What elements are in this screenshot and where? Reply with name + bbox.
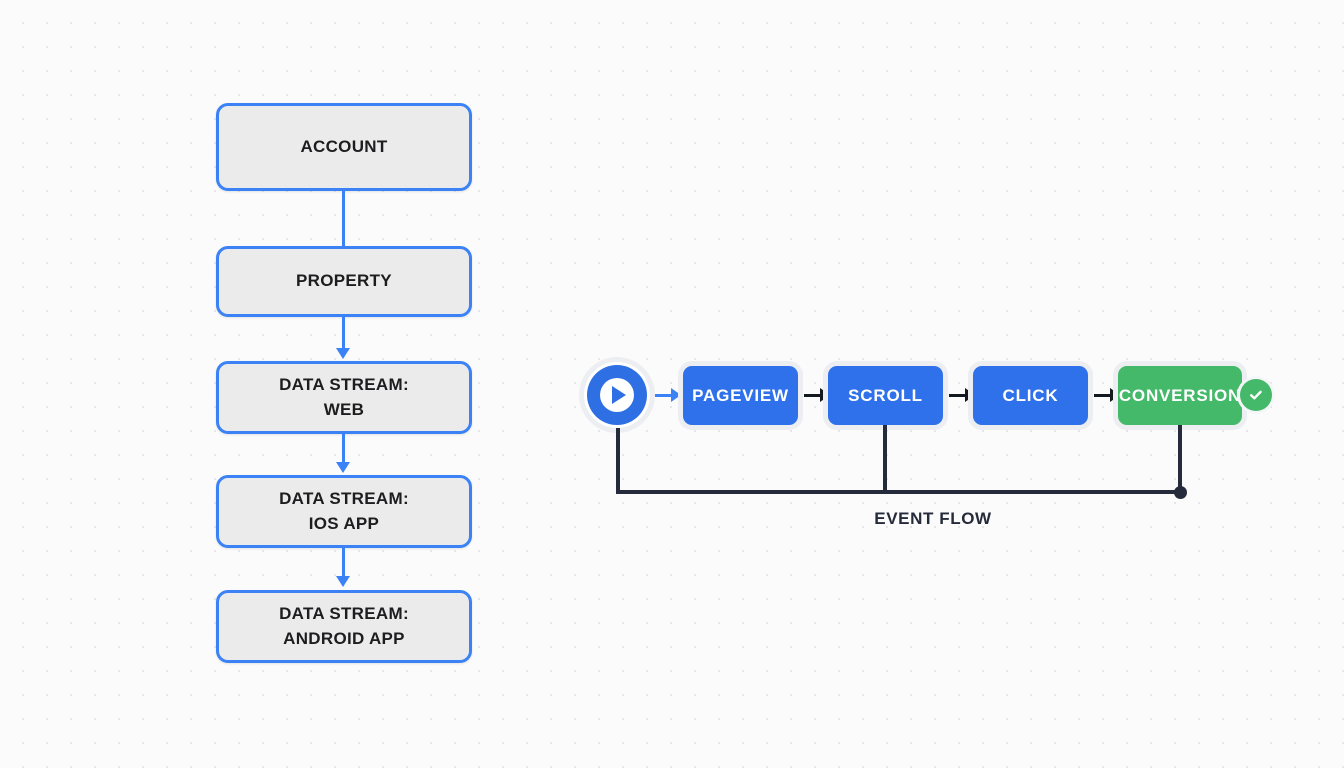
arrowhead-ios-android — [336, 576, 350, 587]
event-step-label: CONVERSION — [1118, 385, 1242, 405]
event-flow-label: EVENT FLOW — [874, 509, 992, 528]
event-step-conversion[interactable]: CONVERSION — [1118, 366, 1242, 425]
hierarchy-node-label: ACCOUNT — [300, 136, 388, 156]
hierarchy-node-account[interactable]: ACCOUNT — [216, 103, 472, 191]
check-circle-icon — [1240, 379, 1272, 411]
connector-ios-android — [342, 548, 345, 580]
event-step-label: SCROLL — [848, 385, 923, 405]
arrow-click-to-conversion — [1094, 386, 1120, 404]
arrow-pageview-to-scroll — [804, 386, 830, 404]
hierarchy-node-stream-android[interactable]: DATA STREAM: ANDROID APP — [216, 590, 472, 663]
play-triangle — [612, 386, 626, 404]
connector-property-stream-web — [342, 317, 345, 349]
event-step-click[interactable]: CLICK — [973, 366, 1088, 425]
play-circle-icon[interactable] — [584, 362, 650, 428]
arrow-start-to-pageview — [655, 386, 681, 404]
hierarchy-node-label: DATA STREAM: WEB — [279, 374, 409, 419]
flow-bracket-left-drop — [616, 428, 620, 494]
event-step-pageview[interactable]: PAGEVIEW — [683, 366, 798, 425]
event-step-label: CLICK — [1002, 385, 1059, 405]
hierarchy-node-stream-ios[interactable]: DATA STREAM: IOS APP — [216, 475, 472, 548]
flow-bracket-baseline — [616, 490, 1182, 494]
event-step-scroll[interactable]: SCROLL — [828, 366, 943, 425]
hierarchy-node-label: DATA STREAM: ANDROID APP — [279, 603, 409, 648]
arrow-scroll-to-click — [949, 386, 975, 404]
hierarchy-node-label: DATA STREAM: IOS APP — [279, 488, 409, 533]
hierarchy-node-property[interactable]: PROPERTY — [216, 246, 472, 317]
play-circle-outer — [587, 365, 647, 425]
play-circle-inner — [600, 378, 634, 412]
arrowhead-web-ios — [336, 462, 350, 473]
event-step-label: PAGEVIEW — [692, 385, 789, 405]
flow-bracket-middle-drop — [883, 425, 887, 494]
connector-account-property — [342, 191, 345, 247]
flow-bracket-endpoint-dot — [1174, 486, 1187, 499]
flow-bracket-right-drop — [1178, 425, 1182, 494]
hierarchy-node-label: PROPERTY — [296, 271, 392, 291]
connector-web-ios — [342, 434, 345, 466]
arrowhead-property-stream-web — [336, 348, 350, 359]
hierarchy-node-stream-web[interactable]: DATA STREAM: WEB — [216, 361, 472, 434]
